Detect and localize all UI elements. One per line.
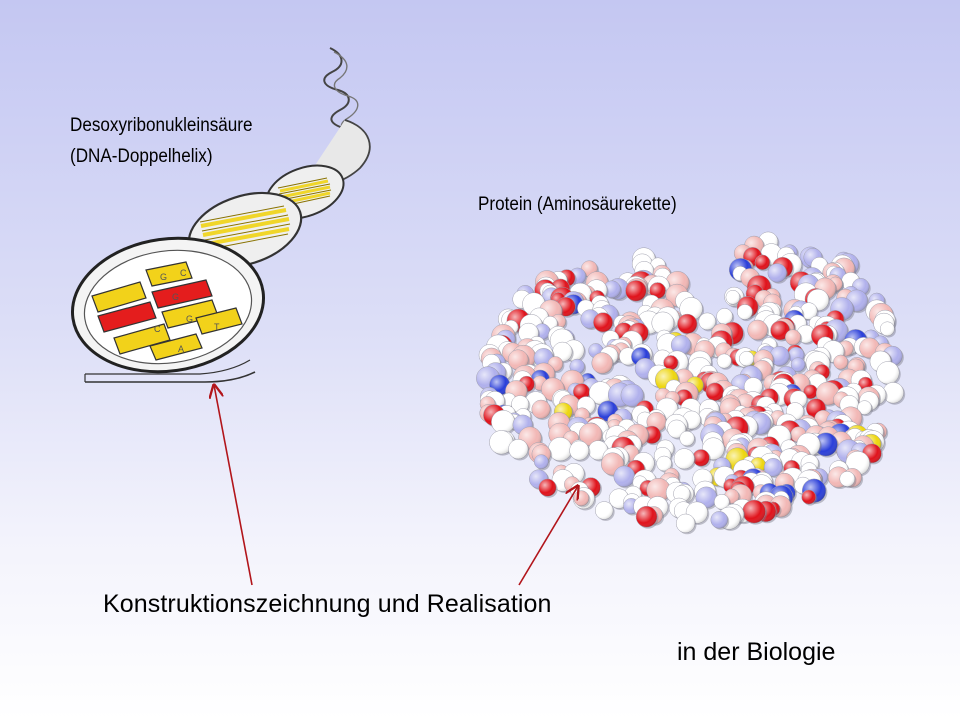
caption-part2: und	[377, 590, 420, 618]
dna-label-line2: (DNA-Doppelhelix)	[70, 146, 213, 167]
caption-main: Konstruktionszeichnung und Realisation	[103, 590, 552, 619]
dna-label-line1: Desoxyribonukleinsäure	[70, 115, 253, 136]
svg-text:C: C	[154, 324, 161, 334]
caption-part1: Konstruktionszeichnung	[103, 590, 371, 618]
svg-text:G: G	[186, 314, 193, 324]
caption-part3: Realisation	[426, 590, 552, 618]
svg-text:G: G	[172, 292, 179, 302]
protein-label: Protein (Aminosäurekette)	[478, 194, 677, 215]
dna-label: Desoxyribonukleinsäure (DNA-Doppelhelix)	[70, 110, 253, 172]
protein-space-filling-model-icon	[476, 231, 906, 535]
arrow-to-dna	[214, 385, 253, 586]
svg-text:C: C	[180, 268, 187, 278]
svg-text:A: A	[178, 344, 184, 354]
svg-text:T: T	[214, 322, 220, 332]
caption-subline: in der Biologie	[677, 638, 836, 666]
svg-text:G: G	[160, 272, 167, 282]
arrow-to-protein	[518, 486, 578, 586]
dna-helix-icon: G C G C G T A	[70, 47, 371, 383]
